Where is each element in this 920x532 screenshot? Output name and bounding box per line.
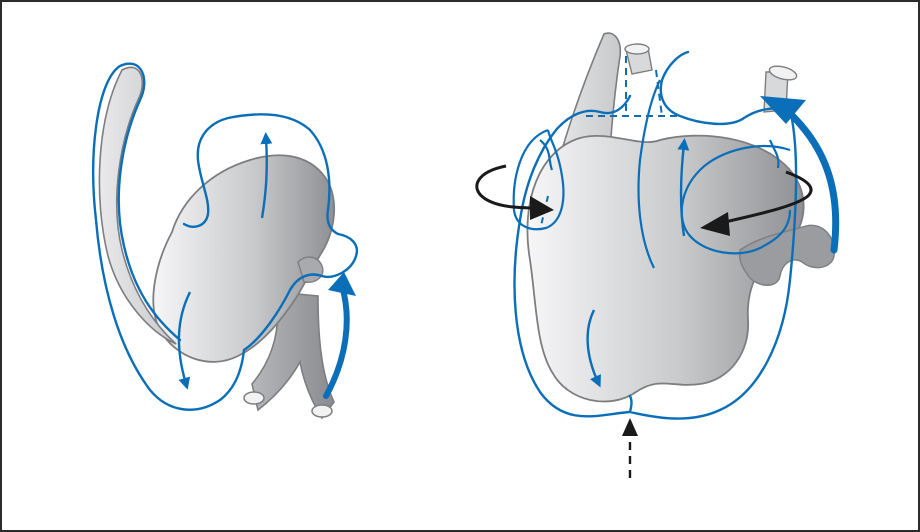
bottom-dashed-arrowhead [622, 418, 638, 436]
left-heart-panel [93, 64, 357, 418]
left-rotation-arrow [326, 286, 347, 396]
left-tube-opening-2 [312, 405, 332, 417]
right-heart-panel [477, 33, 836, 478]
right-vessel-left-opening [625, 44, 649, 54]
left-tube-opening-1 [244, 392, 264, 404]
